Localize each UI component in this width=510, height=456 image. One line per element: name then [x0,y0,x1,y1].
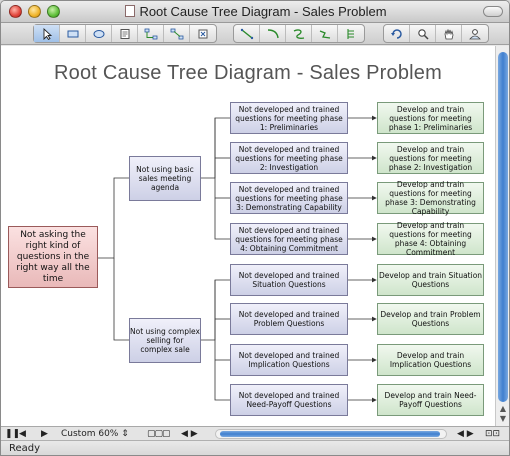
status-text: Ready [9,443,41,454]
scroll-up-arrow-icon[interactable]: ▲ [499,404,507,413]
action-node[interactable]: Develop and train questions for meeting … [377,142,484,174]
sub-cause-node[interactable]: Not developed and trained Need-Payoff Qu… [230,384,348,416]
curve-tool-button[interactable] [286,25,312,42]
tree-icon [347,28,354,39]
sub-cause-node[interactable]: Not developed and trained questions for … [230,102,348,134]
sub-cause-node[interactable]: Not developed and trained questions for … [230,142,348,174]
rotate-icon [390,28,402,39]
connector-icon [144,28,157,39]
connector-lines [98,115,377,403]
fit-window-icon[interactable]: ⊡⊡ [485,429,501,439]
page-forward-icon[interactable]: ▶ [41,429,48,439]
toolbar-toggle-button[interactable] [483,6,503,17]
chevron-down-icon: ⇕ [121,429,129,439]
sub-cause-node[interactable]: Not developed and trained questions for … [230,223,348,255]
arc-icon [267,28,279,38]
pause-icon[interactable]: ❚❚ [5,429,21,439]
ellipse-icon [93,29,104,38]
zoom-icon [417,28,429,40]
text-tool-button[interactable] [112,25,138,42]
view-tools-group [383,24,489,43]
sub-cause-node[interactable]: Not developed and trained Problem Questi… [230,303,348,335]
zoom-window-button[interactable] [47,5,60,18]
ellipse-tool-button[interactable] [86,25,112,42]
action-node[interactable]: Develop and train questions for meeting … [377,221,484,257]
zoom-tool-button[interactable] [410,25,436,42]
horizontal-scroll-thumb[interactable] [220,431,440,437]
action-node[interactable]: Develop and train Situation Questions [377,264,484,296]
title-bar: Root Cause Tree Diagram - Sales Problem [1,1,509,23]
cause-node-agenda[interactable]: Not using basic sales meeting agenda [129,156,201,201]
line-tools-group [233,24,365,43]
close-window-button[interactable] [9,5,22,18]
polyline-icon [319,29,330,39]
page-back-icon[interactable]: ◀ [19,429,26,439]
sub-cause-node[interactable]: Not developed and trained Implication Qu… [230,344,348,376]
sub-cause-node[interactable]: Not developed and trained Situation Ques… [230,264,348,296]
document-icon [125,5,136,17]
action-node[interactable]: Develop and train Problem Questions [377,303,484,335]
bottom-bar: ❚❚ ◀ ▶ Custom 60% ⇕ ▢▢▢ ◀ ▶ ◀ ▶ ⊡⊡ [1,426,509,440]
root-problem-node[interactable]: Not asking the right kind of questions i… [8,226,98,288]
line-icon [240,28,253,39]
pointer-icon [43,27,52,40]
page-nav-arrows-icon[interactable]: ◀ ▶ [181,429,198,439]
toolbar [1,23,509,45]
arc-tool-button[interactable] [260,25,286,42]
cause-node-complex-selling[interactable]: Not using complex selling for complex sa… [129,318,201,363]
window-title: Root Cause Tree Diagram - Sales Problem [1,4,509,19]
user-tool-button[interactable] [462,25,488,42]
zoom-select[interactable]: Custom 60% ⇕ [61,429,129,439]
delete-tool-button[interactable] [190,25,216,42]
diagram-title: Root Cause Tree Diagram - Sales Problem [54,62,442,84]
drawing-tools-group [33,24,217,43]
pointer-tool-button[interactable] [34,25,60,42]
action-node[interactable]: Develop and train questions for meeting … [377,102,484,134]
curve-icon [293,28,304,39]
page-view-icons[interactable]: ▢▢▢ [147,429,171,439]
rectangle-tool-button[interactable] [60,25,86,42]
sub-cause-node[interactable]: Not developed and trained questions for … [230,182,348,214]
line-connector-tool-button[interactable] [164,25,190,42]
user-icon [469,28,481,39]
hand-icon [444,28,453,39]
horizontal-scrollbar[interactable] [215,429,447,439]
rectangle-icon [67,30,78,37]
line-connector-icon [170,28,183,39]
action-node[interactable]: Develop and train questions for meeting … [377,180,484,216]
polyline-tool-button[interactable] [312,25,338,42]
connector-tool-button[interactable] [138,25,164,42]
diagram-canvas[interactable]: Root Cause Tree Diagram - Sales Problem [1,46,495,426]
scroll-down-arrow-icon[interactable]: ▼ [499,414,507,423]
delete-icon [198,29,208,38]
vertical-scroll-thumb[interactable] [498,52,508,402]
action-node[interactable]: Develop and train Need-Payoff Questions [377,384,484,416]
tree-tool-button[interactable] [338,25,364,42]
rotate-tool-button[interactable] [384,25,410,42]
hand-tool-button[interactable] [436,25,462,42]
vertical-scrollbar[interactable]: ▲ ▼ [495,46,509,426]
line-tool-button[interactable] [234,25,260,42]
action-node[interactable]: Develop and train Implication Questions [377,344,484,376]
status-bar: Ready [1,440,509,455]
text-icon [120,28,129,39]
minimize-window-button[interactable] [28,5,41,18]
scroll-arrows-icon[interactable]: ◀ ▶ [457,429,474,439]
